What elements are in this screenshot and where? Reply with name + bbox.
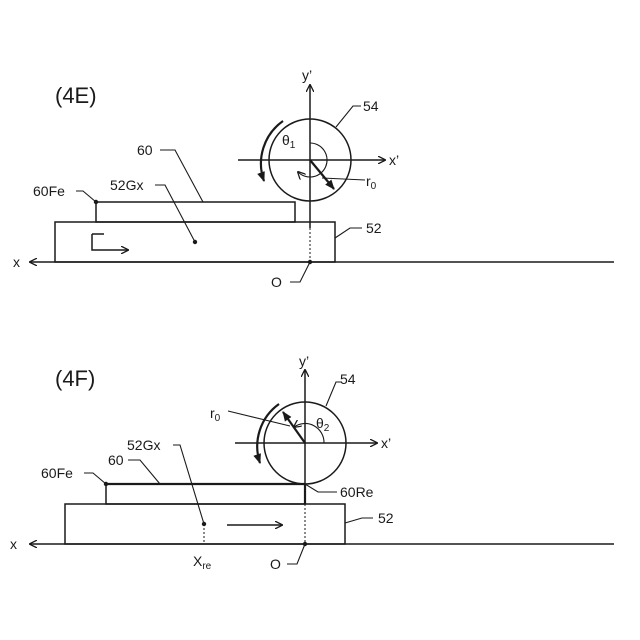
theta-label: θ1 [282, 132, 296, 151]
panel-title: (4F) [55, 366, 95, 391]
workpiece-leader [128, 460, 160, 484]
local-y-label: y’ [302, 67, 312, 83]
theta-subscript: 1 [290, 140, 296, 151]
radius-leader [322, 178, 365, 180]
rear-end-leader [305, 484, 337, 492]
table-label: 52 [378, 510, 394, 526]
origin-label: O [270, 556, 281, 572]
x-axis-label: x [13, 254, 20, 270]
radius-label: r0 [366, 173, 377, 192]
rotation-arrow [261, 121, 283, 181]
radius-leader [228, 411, 290, 426]
local-x-label: x’ [389, 152, 399, 168]
x-axis-label: x [10, 536, 17, 552]
local-y-label: y’ [299, 353, 309, 369]
radius-subscript: 0 [371, 181, 377, 192]
table-leader [335, 228, 362, 238]
centroid-label: 52Gx [127, 437, 160, 453]
front-end-label: 60Fe [41, 465, 73, 481]
local-x-label: x’ [381, 435, 391, 451]
front-end-leader [84, 473, 106, 484]
radius-line [283, 412, 305, 443]
roller-leader [336, 106, 361, 127]
return-arrow [92, 234, 128, 250]
workpiece [106, 484, 305, 504]
workpiece-label: 60 [108, 452, 124, 468]
origin-leader [287, 544, 305, 564]
origin-leader [290, 262, 310, 282]
panel-title: (4E) [55, 83, 97, 108]
theta-subscript: 2 [324, 423, 330, 434]
theta-symbol: θ [316, 415, 324, 431]
roller-label: 54 [340, 371, 356, 387]
radius-label: r0 [210, 405, 221, 424]
table-label: 52 [366, 220, 382, 236]
theta-symbol: θ [282, 132, 290, 148]
front-end-leader [76, 191, 96, 202]
panel-4e: (4E) x 52 60Fe 60 52Gx O x’ y’ 5 [13, 67, 614, 290]
centroid-label: 52Gx [110, 177, 143, 193]
xre-label: Xre [193, 553, 212, 572]
workpiece-label: 60 [137, 142, 153, 158]
origin-label: O [271, 274, 282, 290]
workpiece [96, 202, 295, 222]
table-leader [345, 518, 373, 523]
centroid-leader [155, 185, 195, 242]
rear-end-label: 60Re [340, 484, 374, 500]
workpiece-leader [160, 150, 203, 202]
radius-subscript: 0 [215, 413, 221, 424]
front-end-label: 60Fe [33, 183, 65, 199]
roller-label: 54 [363, 98, 379, 114]
xre-subscript: re [202, 561, 211, 572]
panel-4f: (4F) x 52 60Fe 60 52Gx Xre 60Re O [10, 353, 614, 572]
theta-label: θ2 [316, 415, 330, 434]
rotation-arrow [257, 404, 279, 463]
radius-line [310, 160, 334, 189]
